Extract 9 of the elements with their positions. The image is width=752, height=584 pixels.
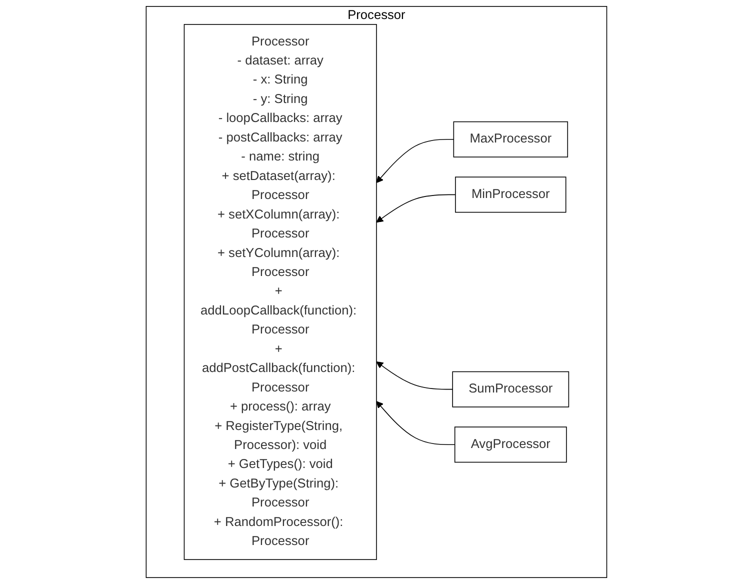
node-box: Processor - dataset: array - x: String - y: String - loopCallbacks: array - postCallbacks: array - name: string + setDataset(array): Processor + setXColumn(array): Processor + setYColumn(array): Processor + addLoopCallback(function): Processor + addPostCallback(function): Processor + process(): array + RegisterType(String, Processor): void + GetTypes(): void + GetByType(String): Processor + RandomProcessor(): Processor	[183, 24, 376, 560]
arrow	[376, 138, 454, 183]
arrow	[376, 194, 456, 223]
node-box: AvgProcessor	[454, 426, 566, 463]
node-box: MaxProcessor	[452, 121, 568, 158]
node-box: SumProcessor	[452, 371, 569, 408]
arrow	[376, 401, 455, 445]
arrow	[376, 361, 453, 390]
node-box: MinProcessor	[454, 176, 566, 213]
